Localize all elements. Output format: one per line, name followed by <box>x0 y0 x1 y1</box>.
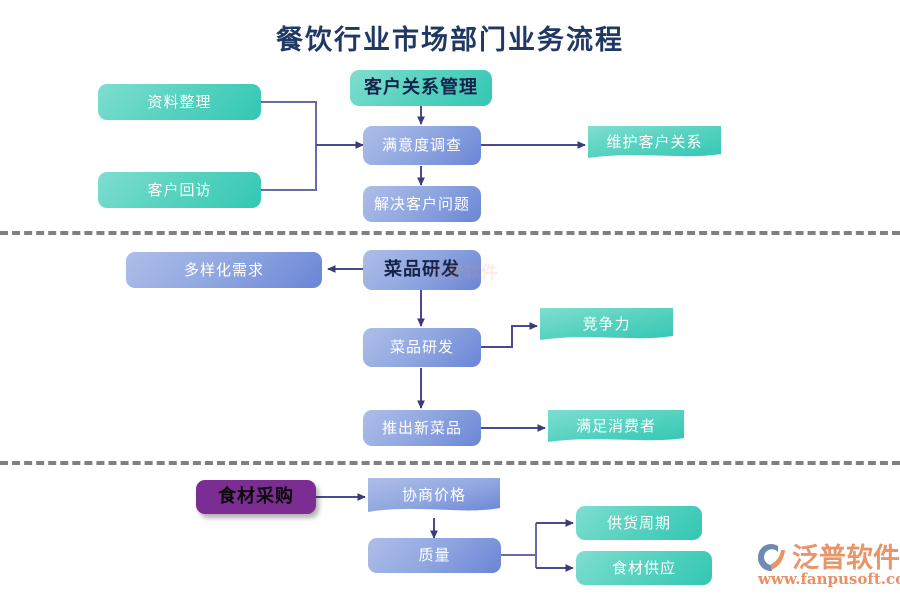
node-data-organization[interactable]: 资料整理 <box>98 84 261 120</box>
wire-revisit-to-junction <box>261 145 317 191</box>
node-crm-header[interactable]: 客户关系管理 <box>350 70 492 106</box>
divider-section-2-3 <box>0 461 900 465</box>
node-label: 客户关系管理 <box>364 77 478 98</box>
node-label: 质量 <box>418 546 451 564</box>
node-label: 满意度调查 <box>381 136 462 154</box>
node-maintain-customer-relations[interactable]: 维护客户关系 <box>588 126 721 162</box>
node-label: 供货周期 <box>606 513 671 532</box>
wire-rnd2-to-competitive <box>481 322 538 348</box>
node-label: 多样化需求 <box>183 260 264 279</box>
node-launch-new-dishes[interactable]: 推出新菜品 <box>363 410 481 446</box>
node-customer-revisit[interactable]: 客户回访 <box>98 172 261 208</box>
node-solve-customer-issues[interactable]: 解决客户问题 <box>363 186 481 222</box>
node-label: 推出新菜品 <box>381 418 462 437</box>
wire-data-org-to-junction <box>261 101 317 145</box>
node-ingredient-supply[interactable]: 食材供应 <box>576 551 712 585</box>
node-label: 解决客户问题 <box>373 194 470 213</box>
node-quality[interactable]: 质量 <box>368 538 501 573</box>
page-title: 餐饮行业市场部门业务流程 <box>276 25 624 56</box>
node-satisfaction-survey[interactable]: 满意度调查 <box>363 126 481 165</box>
divider-section-1-2 <box>0 231 900 235</box>
node-competitiveness[interactable]: 竞争力 <box>540 308 673 344</box>
banner-shape <box>548 410 684 442</box>
brand-url: www.fanpusoft.com <box>758 570 900 588</box>
node-label: 客户回访 <box>147 180 212 199</box>
node-satisfy-consumers[interactable]: 满足消费者 <box>548 410 684 446</box>
node-rnd-header[interactable]: 菜品研发 <box>363 250 481 290</box>
node-diversified-demand[interactable]: 多样化需求 <box>126 252 322 288</box>
node-label: 食材供应 <box>611 558 676 577</box>
banner-shape <box>588 126 721 158</box>
banner-shape <box>540 308 673 340</box>
node-label: 资料整理 <box>147 92 212 111</box>
node-label: 菜品研发 <box>389 338 454 356</box>
node-negotiate-price[interactable]: 协商价格 <box>368 478 500 518</box>
node-procurement-header[interactable]: 食材采购 <box>196 480 316 514</box>
node-dish-rnd[interactable]: 菜品研发 <box>363 328 481 367</box>
node-supply-cycle[interactable]: 供货周期 <box>576 506 702 540</box>
swoosh-icon <box>757 543 785 572</box>
node-label: 菜品研发 <box>384 259 460 280</box>
node-label: 食材采购 <box>218 486 294 507</box>
brand-name: 泛普软件 <box>792 543 900 574</box>
banner-shape <box>368 478 500 512</box>
brand-logo: 泛普软件 www.fanpusoft.com <box>752 536 900 592</box>
